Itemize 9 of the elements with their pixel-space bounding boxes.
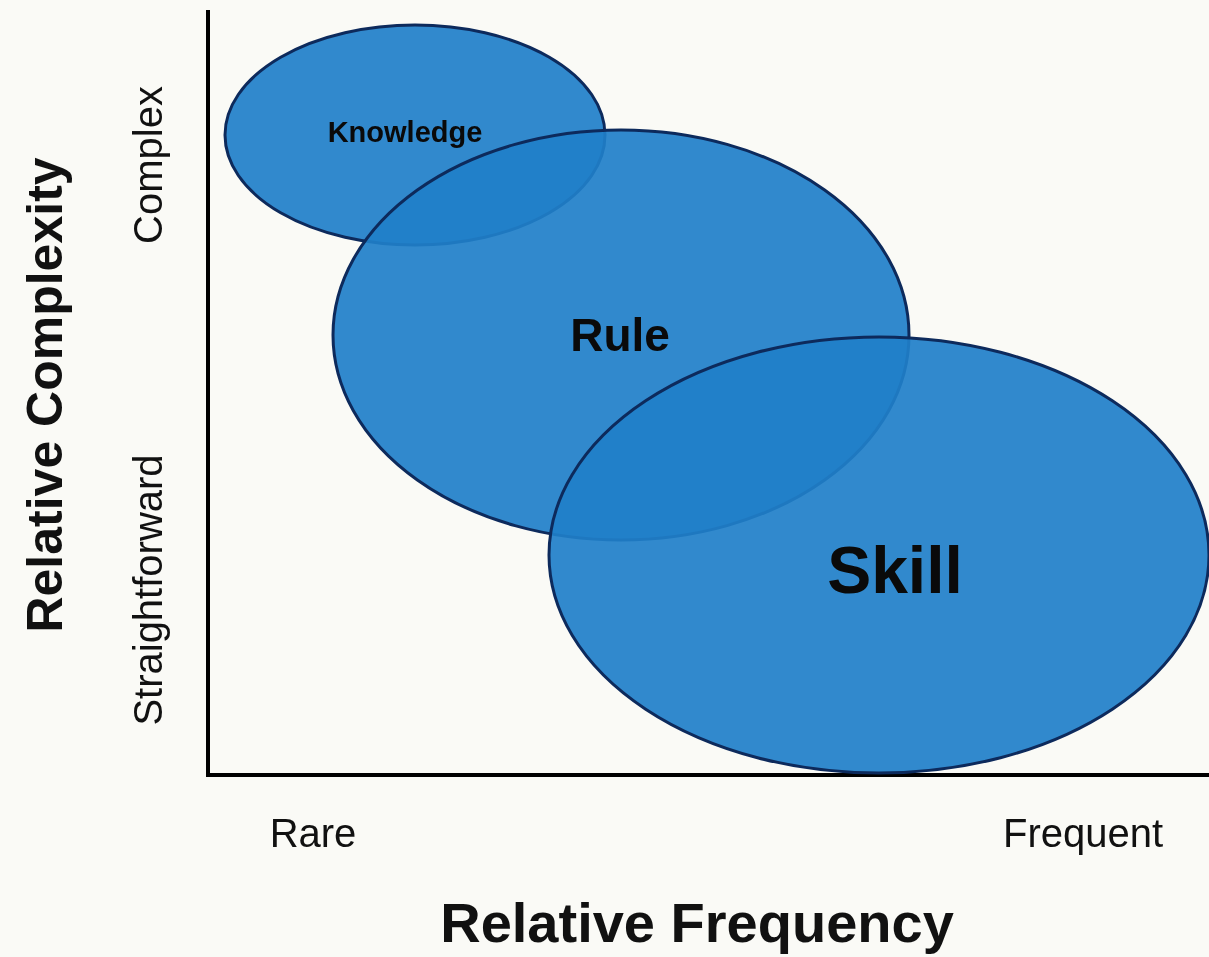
axis-end-label: Complex	[125, 86, 171, 244]
axis-title: Relative Complexity	[16, 157, 74, 633]
category-label: Rule	[570, 308, 670, 362]
axis-title: Relative Frequency	[440, 889, 954, 955]
axis-end-label: Frequent	[1002, 810, 1164, 856]
category-label: Skill	[827, 532, 963, 608]
axis-end-label: Rare	[269, 810, 357, 856]
axis-end-label: Straightforward	[125, 454, 171, 726]
category-label: Knowledge	[327, 115, 483, 149]
